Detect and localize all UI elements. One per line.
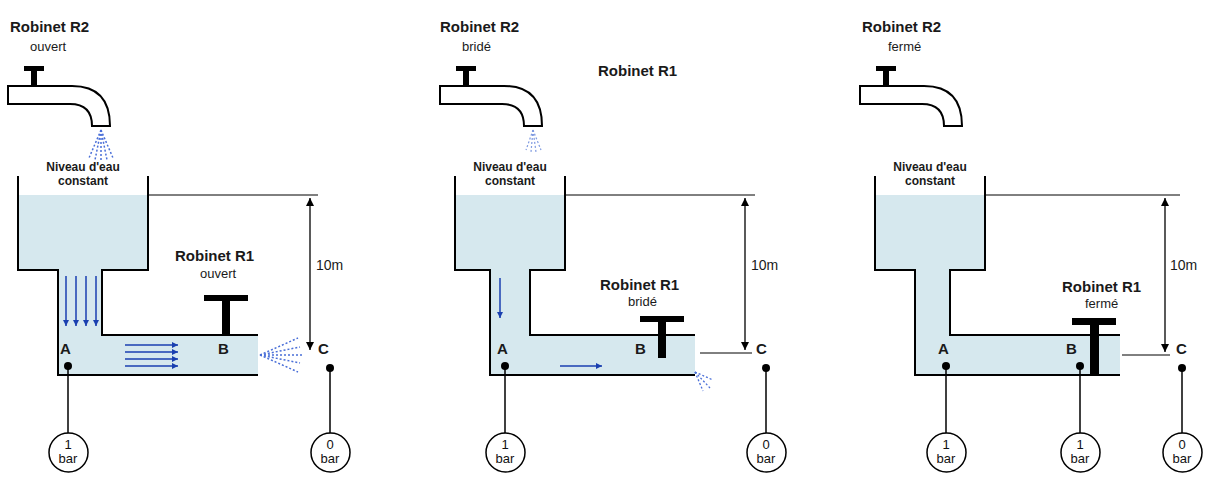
valve-label: Niveau d'eau constant bbox=[454, 160, 566, 188]
panel-throttled bbox=[440, 66, 770, 434]
faucet-state: bridé bbox=[462, 40, 491, 55]
faucet-label: Robinet R2 bbox=[10, 18, 89, 35]
point-label: fermé bbox=[1085, 297, 1118, 312]
pressure-gauge: 1 bar bbox=[1060, 432, 1101, 473]
gauge-reading: 1 bar bbox=[493, 438, 517, 465]
faucet-label: Robinet R2 bbox=[440, 18, 519, 35]
pressure-gauge: 1 bar bbox=[48, 432, 89, 473]
height-dimension: B bbox=[635, 340, 646, 357]
point-label: 10m bbox=[751, 257, 778, 273]
pressure-gauge: 0 bar bbox=[746, 432, 787, 473]
point-label: A bbox=[60, 340, 71, 357]
gauge-reading: 1 bar bbox=[934, 438, 958, 465]
water-level-label: Niveau d'eau constant bbox=[27, 160, 139, 188]
point-label: bridé bbox=[628, 295, 657, 310]
gauge-reading: 0 bar bbox=[754, 438, 778, 465]
pressure-gauge: 0 bar bbox=[1162, 432, 1203, 473]
valve-label: Robinet R1 bbox=[175, 247, 254, 264]
gauge-reading: 1 bar bbox=[1068, 438, 1092, 465]
faucet-label: C bbox=[1176, 340, 1187, 357]
pressure-gauge: 1 bar bbox=[485, 432, 526, 473]
point-label: B bbox=[218, 340, 229, 357]
valve-state: ouvert bbox=[200, 267, 236, 282]
gauge-reading: 1 bar bbox=[56, 438, 80, 465]
valve-state: Robinet R1 bbox=[1062, 278, 1141, 295]
gauge-reading: 0 bar bbox=[318, 438, 342, 465]
faucet-state: ouvert bbox=[30, 40, 66, 55]
height-dimension: B bbox=[1066, 340, 1077, 357]
faucet-label: C bbox=[756, 340, 767, 357]
panel-closed bbox=[860, 66, 1186, 434]
valve-state: Robinet R1 bbox=[600, 276, 679, 293]
pressure-gauge: 0 bar bbox=[310, 432, 351, 473]
point-label: C bbox=[318, 340, 329, 357]
point-label: A bbox=[938, 340, 949, 357]
point-label: 10m bbox=[1170, 257, 1197, 273]
pressure-gauge: 1 bar bbox=[926, 432, 967, 473]
gauge-reading: 0 bar bbox=[1170, 438, 1194, 465]
water-level-label: fermé bbox=[888, 40, 921, 55]
faucet-state: Robinet R2 bbox=[862, 18, 941, 35]
panel-open bbox=[8, 66, 334, 434]
point-label: A bbox=[497, 340, 508, 357]
water-level-label: Robinet R1 bbox=[598, 62, 677, 79]
height-dimension: 10m bbox=[316, 257, 343, 273]
valve-label: Niveau d'eau constant bbox=[874, 160, 986, 188]
